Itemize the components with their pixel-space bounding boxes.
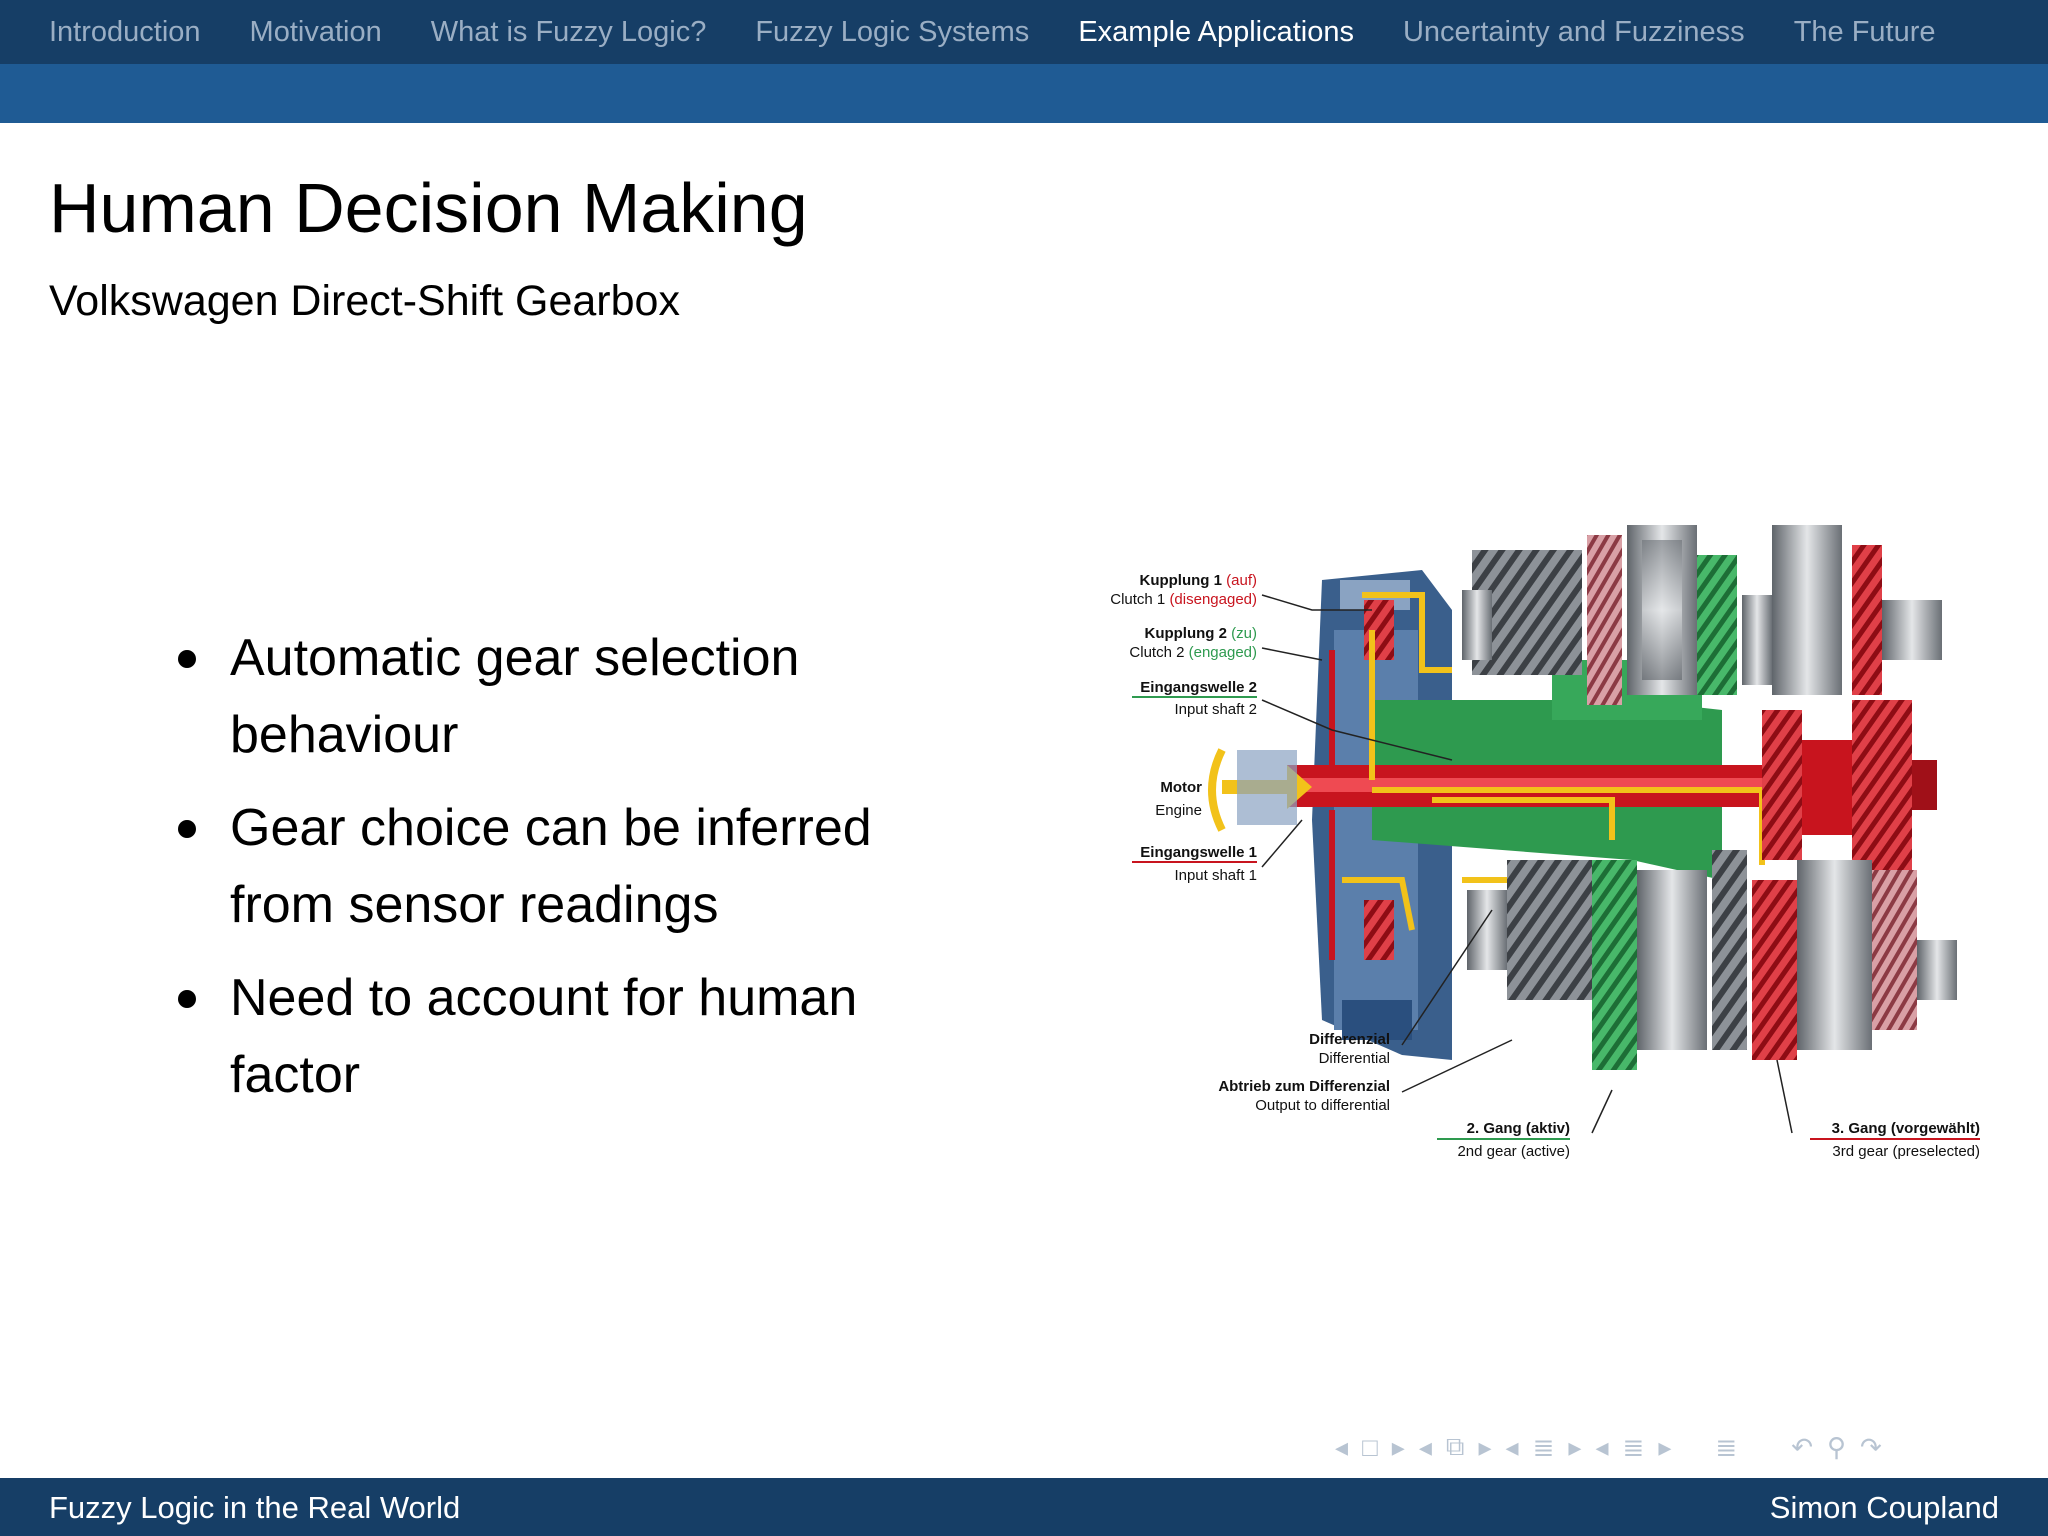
bullet-list: Automatic gear selection behaviour Gear … — [170, 620, 950, 1130]
nav-example-applications[interactable]: Example Applications — [1078, 15, 1354, 48]
arrow-right-icon[interactable]: ▸ — [1478, 1431, 1492, 1462]
arrow-right-icon[interactable]: ▸ — [1391, 1431, 1405, 1462]
engine-input-arrow — [1208, 748, 1312, 832]
upper-gears — [1462, 525, 1942, 705]
label-diff-en: Differential — [1319, 1050, 1390, 1067]
label-clutch2-de: Kupplung 2 — [1144, 625, 1227, 642]
back-icon[interactable]: ↶ — [1791, 1431, 1813, 1462]
bullet-item: Automatic gear selection behaviour — [170, 620, 950, 774]
footer-author: Simon Coupland — [1769, 1490, 1999, 1525]
nav-fuzzy-logic-systems[interactable]: Fuzzy Logic Systems — [755, 15, 1030, 48]
subsection-icon[interactable]: ⧉ — [1445, 1431, 1465, 1461]
label-input2-en: Input shaft 2 — [1174, 701, 1257, 718]
arrow-right-icon[interactable]: ▸ — [1658, 1431, 1672, 1462]
bullet-item: Need to account for human factor — [170, 960, 950, 1114]
beamer-navigation-symbols: ◂ □ ▸ ◂ ⧉ ▸ ◂ ≣ ▸ ◂ ≣ ▸ ≣ ↶ ⚲ ↷ — [1335, 1431, 1896, 1462]
label-gear2-en: 2nd gear (active) — [1457, 1143, 1570, 1160]
label-gear2-de: 2. Gang (aktiv) — [1467, 1120, 1570, 1137]
nav-introduction[interactable]: Introduction — [49, 15, 201, 48]
svg-text:Clutch 1 (disengaged): Clutch 1 (disengaged) — [1110, 591, 1257, 608]
footer-title: Fuzzy Logic in the Real World — [49, 1490, 461, 1525]
bullet-icon — [178, 820, 196, 838]
leader-lines — [1261, 594, 1793, 1134]
arrow-left-icon[interactable]: ◂ — [1335, 1431, 1349, 1462]
section-icon[interactable]: ≣ — [1532, 1431, 1555, 1462]
label-diff-de: Differenzial — [1309, 1031, 1390, 1048]
nav-what-is-fuzzy-logic[interactable]: What is Fuzzy Logic? — [430, 15, 707, 48]
arrow-left-icon[interactable]: ◂ — [1595, 1431, 1609, 1462]
arrow-left-icon[interactable]: ◂ — [1505, 1431, 1519, 1462]
label-gear3-en: 3rd gear (preselected) — [1832, 1143, 1980, 1160]
bullet-icon — [178, 650, 196, 668]
gearbox-diagram: Kupplung 1 (auf) Clutch 1 (disengaged) K… — [1110, 525, 1980, 1160]
bullet-icon — [178, 990, 196, 1008]
footer-bar: Fuzzy Logic in the Real World Simon Coup… — [0, 1478, 2048, 1536]
nav-the-future[interactable]: The Future — [1793, 15, 1936, 48]
forward-icon[interactable]: ↷ — [1860, 1431, 1882, 1462]
figure-labels: Kupplung 1 (auf) Clutch 1 (disengaged) K… — [1110, 572, 1980, 1160]
nav-uncertainty-and-fuzziness[interactable]: Uncertainty and Fuzziness — [1402, 15, 1745, 48]
label-clutch1-en: Clutch 1 — [1110, 591, 1165, 608]
label-clutch2-en: Clutch 2 — [1129, 644, 1184, 661]
label-input2-de: Eingangswelle 2 — [1140, 679, 1257, 696]
arrow-right-icon[interactable]: ▸ — [1568, 1431, 1582, 1462]
label-output-en: Output to differential — [1255, 1097, 1390, 1114]
arrow-left-icon[interactable]: ◂ — [1418, 1431, 1432, 1462]
slide-subtitle: Volkswagen Direct-Shift Gearbox — [49, 277, 680, 325]
label-motor-en: Engine — [1155, 802, 1202, 819]
document-icon[interactable]: ≣ — [1715, 1431, 1738, 1462]
svg-text:Clutch 2 (engaged): Clutch 2 (engaged) — [1129, 644, 1257, 661]
frame-icon[interactable]: □ — [1362, 1431, 1378, 1462]
subsection-bar — [0, 64, 2048, 123]
search-icon[interactable]: ⚲ — [1826, 1431, 1847, 1462]
svg-text:Kupplung 2 (zu): Kupplung 2 (zu) — [1144, 625, 1257, 642]
label-motor-de: Motor — [1160, 779, 1202, 796]
label-input1-de: Eingangswelle 1 — [1140, 844, 1257, 861]
nav-motivation[interactable]: Motivation — [249, 15, 382, 48]
label-clutch1-de: Kupplung 1 — [1139, 572, 1222, 589]
lower-gears — [1467, 850, 1957, 1070]
section-navigation-bar: Introduction Motivation What is Fuzzy Lo… — [0, 0, 2048, 64]
label-output-de: Abtrieb zum Differenzial — [1218, 1078, 1390, 1095]
section-icon[interactable]: ≣ — [1622, 1431, 1645, 1462]
slide-title: Human Decision Making — [49, 169, 808, 247]
svg-text:Kupplung 1 (auf): Kupplung 1 (auf) — [1139, 572, 1257, 589]
label-input1-en: Input shaft 1 — [1174, 867, 1257, 884]
bullet-item: Gear choice can be inferred from sensor … — [170, 790, 950, 944]
label-gear3-de: 3. Gang (vorgewählt) — [1832, 1120, 1980, 1137]
output-gear-cluster — [1762, 700, 1937, 870]
